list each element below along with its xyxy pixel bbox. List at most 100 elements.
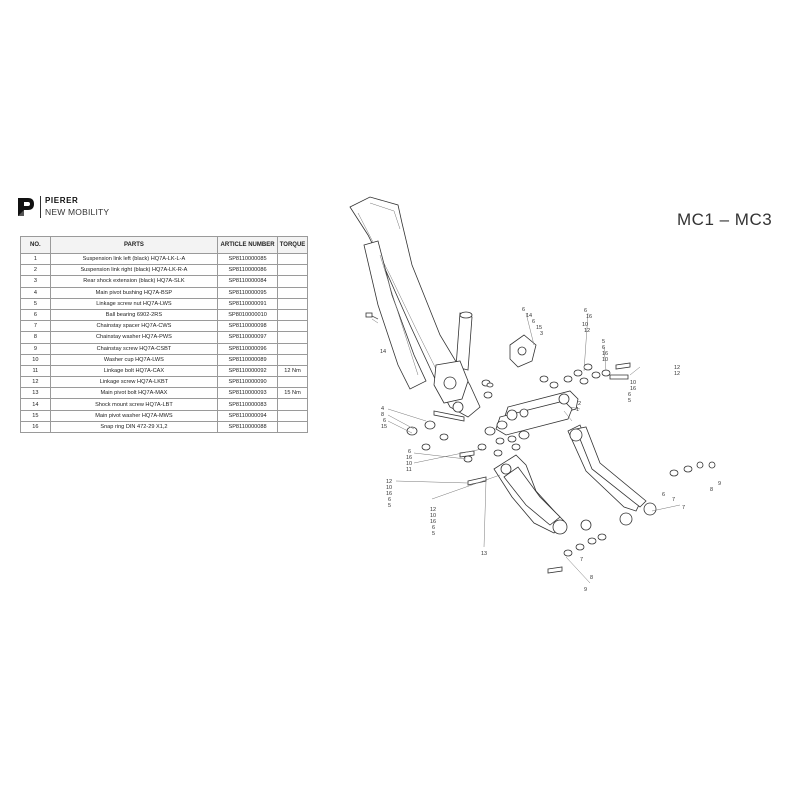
callout-13: 13 [481, 551, 487, 557]
callout-8: 8 [381, 412, 384, 418]
cell-no: 11 [20, 364, 51, 378]
callout-10b: 10 [386, 485, 392, 491]
cell-part: Suspension link left (black) HQ7A-LK-L-A [49, 252, 219, 266]
cell-part: Main pivot bushing HQ7A-BSP [49, 286, 219, 299]
callout-3: 3 [540, 331, 543, 337]
chain-stay-drawing [493, 454, 592, 535]
callout-12b: 12 [430, 507, 436, 513]
cell-torque [277, 409, 308, 422]
callout-12e: 12 [674, 371, 680, 377]
cell-part: Linkage screw HQ7A-LKBT [49, 376, 219, 389]
callout-labels: 4 8 6 15 6 16 10 11 12 10 16 6 5 12 10 1… [380, 307, 721, 593]
callout-16: 16 [406, 455, 412, 461]
callout-15b: 15 [536, 325, 542, 331]
suspension-links-drawing [495, 334, 579, 436]
callout-4: 4 [381, 406, 384, 412]
cell-part: Chainstay washer HQ7A-PWS [49, 331, 219, 344]
callout-15: 15 [381, 424, 387, 430]
callout-5: 5 [388, 503, 391, 509]
bearings-cluster-drawing [406, 362, 716, 574]
header-torque: TORQUE [277, 236, 308, 254]
cell-no: 3 [20, 275, 51, 288]
cell-no: 16 [20, 420, 51, 434]
cell-no: 1 [20, 252, 51, 266]
callout-10: 10 [406, 461, 412, 467]
cell-article: SP8110000088 [217, 420, 279, 434]
model-label: MC1 – MC3 [677, 210, 773, 229]
cell-article: SP8110000090 [217, 376, 279, 389]
callout-10f: 10 [630, 380, 636, 386]
cell-part: Rear shock extension (black) HQ7A-SLK [49, 275, 219, 288]
cell-article: SP8110000097 [217, 331, 279, 344]
cell-article: SP8110000086 [217, 264, 279, 277]
callout-8b: 8 [710, 487, 713, 493]
cell-torque [277, 420, 308, 434]
cell-part: Linkage bolt HQ7A-CAX [49, 364, 219, 378]
cell-no: 7 [20, 320, 51, 333]
cell-torque [277, 264, 308, 277]
callout-1: 1 [576, 407, 579, 413]
callout-2: 2 [578, 401, 581, 407]
callout-6g: 6 [584, 308, 587, 314]
cell-torque [277, 252, 308, 266]
callout-7b: 7 [672, 497, 675, 503]
callout-8c: 8 [590, 575, 593, 581]
callout-6d: 6 [432, 525, 435, 531]
callout-6e: 6 [522, 307, 525, 313]
callout-6i: 6 [628, 392, 631, 398]
seat-stay-drawing [567, 424, 657, 526]
cell-torque [277, 331, 308, 344]
exploded-diagram: 4 8 6 15 6 16 10 11 12 10 16 6 5 12 10 1… [340, 185, 750, 605]
callout-16f: 16 [630, 386, 636, 392]
callout-14: 14 [380, 349, 386, 355]
brand-subtitle: NEW MOBILITY [45, 207, 110, 217]
logo-divider [40, 196, 41, 218]
cell-article: SP8110000093 [217, 387, 279, 400]
cell-part: Washer cup HQ7A-LWS [49, 353, 219, 366]
cell-part: Chainstay spacer HQ7A-CWS [49, 320, 219, 333]
callout-16c: 16 [430, 519, 436, 525]
cell-no: 2 [20, 264, 51, 277]
cell-torque [277, 353, 308, 366]
callout-14b: 14 [526, 313, 532, 319]
callout-5d: 5 [628, 398, 631, 404]
callout-6h: 6 [602, 345, 605, 351]
cell-no: 5 [20, 297, 51, 310]
callout-12c: 12 [584, 328, 590, 334]
callout-11: 11 [406, 467, 412, 473]
callout-6: 6 [383, 418, 386, 424]
callout-7: 7 [682, 505, 685, 511]
callout-6j: 6 [662, 492, 665, 498]
cell-article: SP8110000098 [217, 320, 279, 333]
cell-part: Snap ring DIN 472-29 X1,2 [49, 420, 219, 434]
callout-16e: 16 [602, 351, 608, 357]
callout-10d: 10 [582, 322, 588, 328]
cell-part: Main pivot bolt HQ7A-MAX [49, 387, 219, 400]
brand-logo: PIERER NEW MOBILITY [16, 196, 109, 218]
callout-5b: 5 [432, 531, 435, 537]
cell-no: 6 [20, 308, 51, 322]
pierer-logo-icon [18, 198, 34, 216]
cell-torque [277, 342, 308, 355]
cell-part: Shock mount screw HQ7A-LBT [49, 398, 219, 411]
cell-no: 15 [20, 409, 51, 422]
cell-article: SP8110000094 [217, 409, 279, 422]
cell-torque: 12 Nm [277, 364, 308, 378]
cell-torque [277, 297, 308, 310]
callout-12d: 12 [674, 365, 680, 371]
callout-10e: 10 [602, 357, 608, 363]
cell-torque [277, 308, 308, 322]
cell-torque: 15 Nm [277, 387, 308, 400]
callout-5c: 5 [602, 339, 605, 345]
